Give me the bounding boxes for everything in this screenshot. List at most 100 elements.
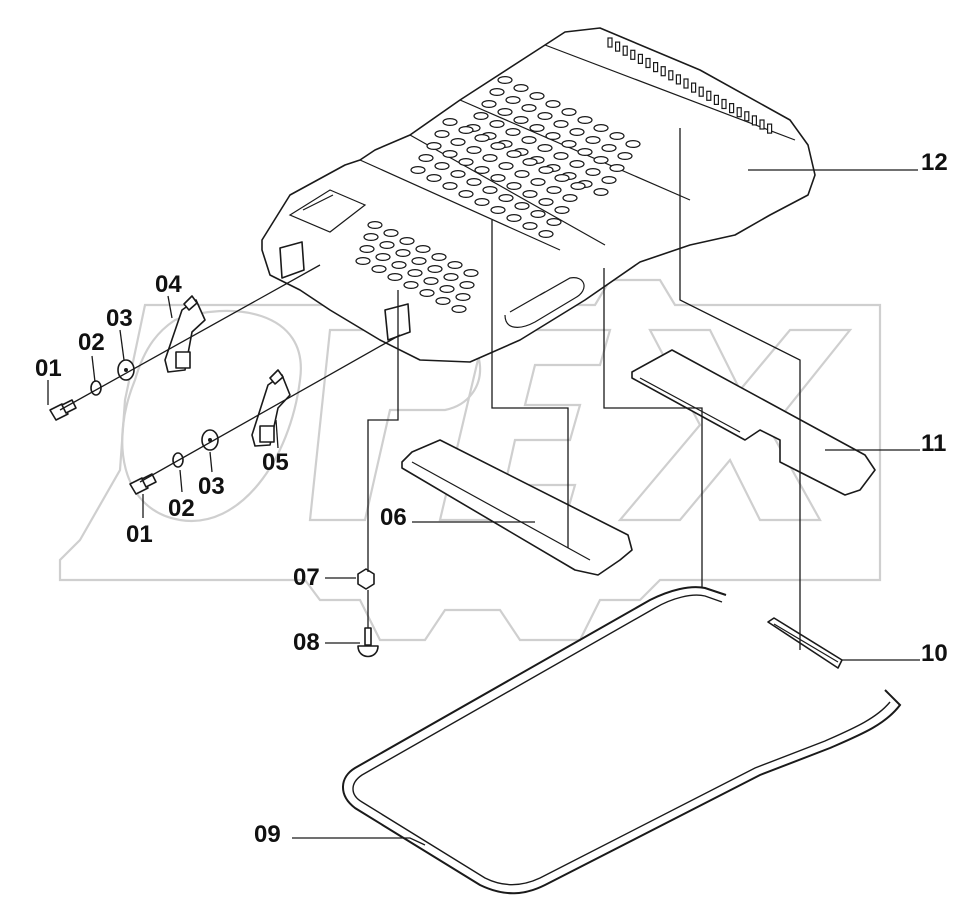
vent-slot bbox=[474, 166, 490, 175]
vent-slot bbox=[458, 125, 474, 134]
disc-03-upper-hole bbox=[124, 368, 128, 372]
cover-bracket-left bbox=[279, 241, 305, 279]
engine-cover-outline bbox=[261, 27, 816, 363]
vent-slot bbox=[505, 95, 521, 104]
vent-slot bbox=[546, 186, 562, 195]
pad-part-06 bbox=[401, 439, 633, 576]
rim-vent-slot bbox=[645, 57, 651, 69]
vent-slot bbox=[474, 134, 490, 143]
vent-slot bbox=[538, 198, 554, 207]
rim-vent-slot bbox=[751, 115, 758, 126]
leader-02-upper bbox=[91, 355, 96, 383]
bolt-part-01-lower bbox=[129, 473, 157, 495]
vent-slot bbox=[442, 117, 458, 126]
vent-slot bbox=[375, 253, 391, 262]
vent-slot bbox=[609, 164, 625, 173]
leader-05 bbox=[275, 419, 279, 449]
vent-slot bbox=[553, 152, 569, 161]
vent-slot bbox=[513, 83, 529, 92]
vent-slot bbox=[426, 142, 442, 151]
rim-vent-slot bbox=[607, 37, 613, 48]
rim-vent-slot bbox=[690, 82, 697, 93]
pad-06-body bbox=[401, 439, 633, 576]
vent-slot bbox=[367, 221, 383, 230]
callout-07: 07 bbox=[293, 564, 320, 591]
rim-vent-slot bbox=[675, 74, 682, 85]
vent-slot bbox=[522, 158, 538, 167]
cover-hatch-inner bbox=[302, 194, 334, 211]
rim-vent-slot bbox=[713, 94, 720, 106]
vent-slot bbox=[418, 154, 434, 163]
seal-loop-part-09 bbox=[342, 586, 902, 895]
rim-vent-slot bbox=[766, 123, 773, 134]
vent-slot bbox=[482, 154, 498, 163]
leader-lines bbox=[47, 169, 920, 846]
vent-slot bbox=[593, 188, 609, 197]
vent-slot bbox=[537, 111, 553, 120]
cover-vent-slots bbox=[355, 37, 773, 314]
rim-vent-slot bbox=[706, 90, 712, 101]
callout-08: 08 bbox=[293, 629, 320, 656]
leader-09 bbox=[292, 837, 426, 846]
cover-divider-2 bbox=[459, 99, 691, 201]
guide-lines bbox=[367, 128, 801, 650]
rim-vent-slot bbox=[736, 107, 742, 118]
screw-08-head bbox=[357, 645, 379, 658]
leader-04 bbox=[167, 295, 173, 319]
vent-slot bbox=[514, 170, 530, 179]
callout-02-lower: 02 bbox=[168, 495, 195, 522]
callout-05: 05 bbox=[262, 449, 289, 476]
rim-vent-slot bbox=[637, 53, 644, 65]
vent-slot bbox=[355, 257, 371, 266]
vent-slot bbox=[426, 174, 442, 183]
vent-slot bbox=[490, 174, 506, 183]
guide-line-pad-06 bbox=[491, 220, 569, 548]
axis-line-lower bbox=[139, 334, 401, 483]
latch-04-base bbox=[175, 351, 191, 369]
vent-slot bbox=[439, 285, 455, 294]
engine-cover-part-12 bbox=[261, 27, 816, 363]
disc-03-lower-hole bbox=[208, 438, 212, 442]
vent-slot bbox=[399, 237, 415, 246]
rim-vent-slot bbox=[660, 66, 666, 77]
vent-slot bbox=[625, 140, 641, 149]
vent-slot bbox=[473, 111, 489, 120]
vent-slot bbox=[537, 144, 553, 153]
vent-slot bbox=[506, 182, 522, 191]
vent-slot bbox=[570, 182, 586, 191]
latch-04-lever bbox=[183, 295, 198, 311]
axis-line-upper bbox=[59, 264, 321, 411]
vent-slot bbox=[489, 119, 505, 128]
leader-03-lower bbox=[209, 451, 213, 473]
vent-slot bbox=[427, 265, 443, 274]
vent-slot bbox=[498, 162, 514, 171]
cover-divider-3 bbox=[359, 159, 561, 251]
callout-01-upper: 01 bbox=[35, 355, 62, 382]
vent-slot bbox=[447, 261, 463, 270]
vent-slot bbox=[522, 222, 538, 231]
vent-slot bbox=[455, 293, 471, 302]
latch-part-05 bbox=[251, 369, 291, 447]
vent-slot bbox=[530, 210, 546, 219]
vent-slot bbox=[431, 253, 447, 262]
vent-slot bbox=[538, 166, 554, 175]
vent-slot bbox=[585, 136, 601, 145]
vent-slot bbox=[498, 194, 514, 203]
vent-slot bbox=[403, 281, 419, 290]
vent-slot bbox=[411, 257, 427, 266]
vent-slot bbox=[513, 115, 529, 124]
vent-slot bbox=[545, 132, 561, 141]
cover-hatch bbox=[288, 189, 367, 233]
vent-slot bbox=[443, 273, 459, 282]
callout-03-upper: 03 bbox=[106, 305, 133, 332]
callout-02-upper: 02 bbox=[78, 329, 105, 356]
vent-slot bbox=[601, 176, 617, 185]
vent-slot bbox=[458, 190, 474, 199]
vent-slot bbox=[593, 123, 609, 132]
rim-vent-slot bbox=[668, 70, 674, 81]
leader-02-lower bbox=[179, 469, 183, 493]
callout-labels: 12 11 10 06 09 07 08 01 02 03 04 01 02 0… bbox=[35, 149, 948, 848]
callout-04: 04 bbox=[155, 271, 182, 298]
vent-slot bbox=[529, 123, 545, 132]
